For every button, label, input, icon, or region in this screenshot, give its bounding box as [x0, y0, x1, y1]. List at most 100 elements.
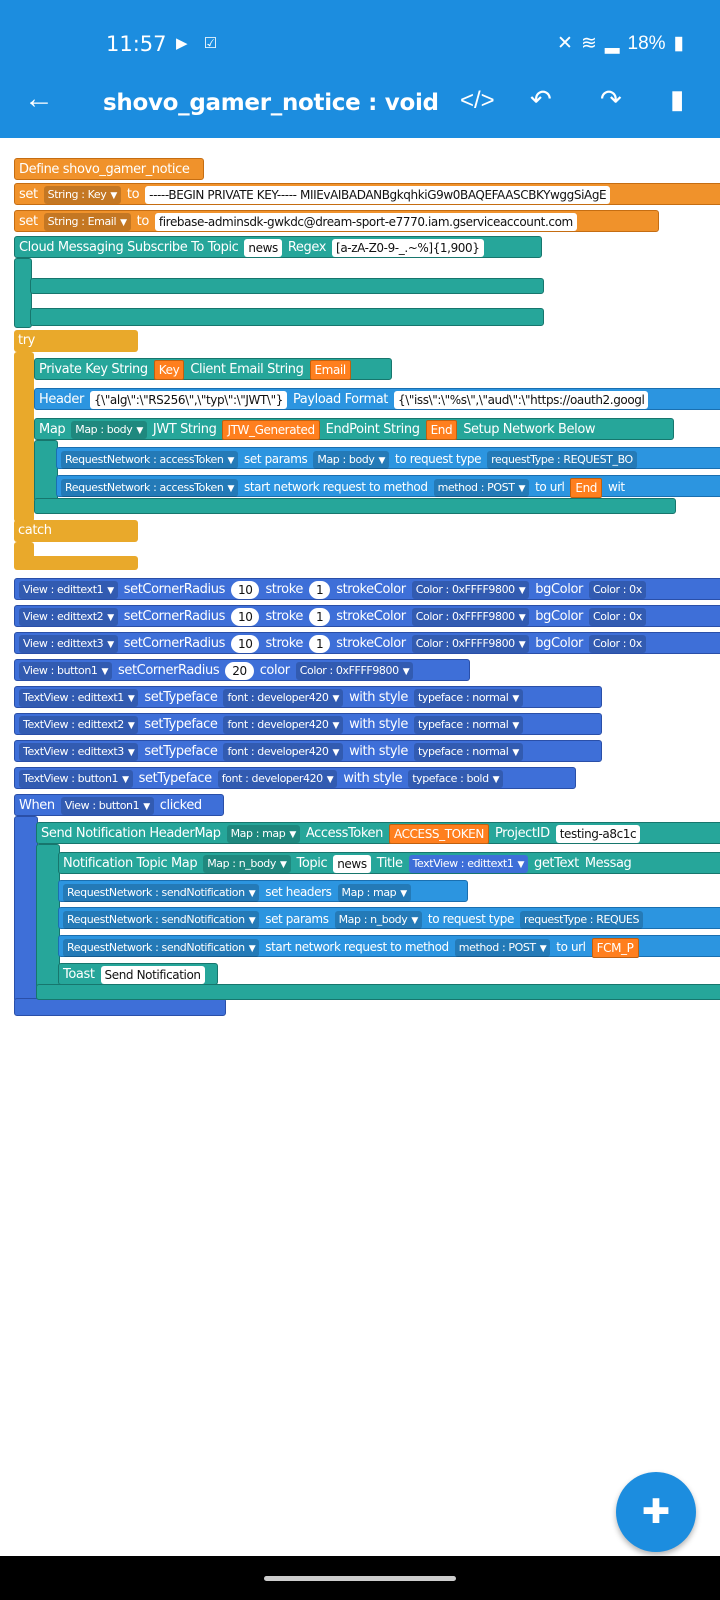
view-edittext2-dropdown[interactable]: View : edittext2▼ [19, 607, 118, 626]
topic-news-field[interactable]: news [333, 854, 371, 873]
tv-edittext1-dropdown[interactable]: TextView : edittext1▼ [19, 688, 139, 707]
color-dropdown[interactable]: Color : 0xFFFF9800▼ [411, 580, 530, 599]
view-button1-dropdown-2[interactable]: View : button1▼ [60, 796, 154, 815]
stroke-field[interactable]: 1 [308, 607, 331, 626]
bg-color-dropdown[interactable]: Color : 0x [588, 607, 646, 626]
map-n-body-dropdown-2[interactable]: Map : n_body▼ [334, 910, 422, 929]
code-icon[interactable]: </> [460, 87, 495, 114]
regex-field[interactable]: [a-zA-Z0-9-_.~%]{1,900} [332, 238, 484, 257]
payload-field[interactable]: {\"iss\":\"%s\",\"aud\":\"https://oauth2… [393, 390, 649, 409]
end-var[interactable]: End [425, 419, 458, 440]
email-value-field[interactable]: firebase-adminsdk-gwkdc@dream-sport-e777… [154, 212, 577, 231]
rn-send-dropdown-3[interactable]: RequestNetwork : sendNotification▼ [63, 938, 260, 957]
map-body-dropdown-2[interactable]: Map : body▼ [313, 450, 390, 469]
font-dropdown[interactable]: font : developer420▼ [223, 742, 344, 761]
color-dropdown[interactable]: Color : 0xFFFF9800▼ [411, 634, 530, 653]
typeface-dropdown[interactable]: typeface : normal▼ [413, 688, 523, 707]
key-var[interactable]: Key [153, 359, 185, 380]
rn-send-dropdown[interactable]: RequestNetwork : sendNotification▼ [63, 883, 260, 902]
typeface-dropdown[interactable]: typeface : bold▼ [408, 769, 504, 788]
rn-send-params-block[interactable]: RequestNetwork : sendNotification▼set pa… [58, 907, 720, 929]
view-button1-dropdown[interactable]: View : button1▼ [19, 661, 113, 680]
home-handle[interactable] [264, 1576, 456, 1581]
req-type-dropdown-2[interactable]: requestType : REQUES [520, 910, 644, 929]
send-header-label: Send Notification HeaderMap [41, 826, 221, 841]
font-dropdown[interactable]: font : developer420▼ [217, 769, 338, 788]
string-email-dropdown[interactable]: String : Email▼ [43, 212, 131, 231]
end-var-2[interactable]: End [570, 477, 603, 498]
radius-field[interactable]: 10 [230, 580, 260, 599]
rn-access-dropdown[interactable]: RequestNetwork : accessToken▼ [61, 450, 239, 469]
method-dropdown-2[interactable]: method : POST▼ [454, 938, 551, 957]
header-block[interactable]: Header{\"alg\":\"RS256\",\"typ\":\"JWT\"… [34, 388, 720, 410]
fcm-var[interactable]: FCM_P [591, 937, 639, 958]
tv-button1-dropdown[interactable]: TextView : button1▼ [19, 769, 133, 788]
rn-start-block[interactable]: RequestNetwork : accessToken▼start netwo… [56, 475, 720, 498]
radius-field[interactable]: 20 [225, 661, 254, 680]
rn-set-headers-block[interactable]: RequestNetwork : sendNotification▼set he… [58, 880, 468, 902]
tv-edittext3-dropdown[interactable]: TextView : edittext3▼ [19, 742, 139, 761]
puzzle-icon[interactable]: ✚ [616, 1472, 696, 1552]
key-value-field[interactable]: -----BEGIN PRIVATE KEY----- MIIEvAIBADAN… [145, 185, 611, 204]
header-field[interactable]: {\"alg\":\"RS256\",\"typ\":\"JWT\"} [89, 390, 287, 409]
jtw-var[interactable]: JTW_Generated [222, 419, 320, 440]
tv-edittext1-dropdown-2[interactable]: TextView : edittext1▼ [408, 854, 528, 873]
req-type-dropdown[interactable]: requestType : REQUEST_BO [487, 450, 637, 469]
back-arrow-icon[interactable]: ← [24, 82, 54, 115]
stroke-field[interactable]: 1 [308, 580, 331, 599]
map-n-body-dropdown[interactable]: Map : n_body▼ [203, 854, 291, 873]
define-block[interactable]: Define shovo_gamer_notice [14, 158, 204, 180]
font-dropdown[interactable]: font : developer420▼ [223, 715, 344, 734]
view-edittext1-dropdown[interactable]: View : edittext1▼ [19, 580, 118, 599]
color-dropdown[interactable]: Color : 0xFFFF9800▼ [295, 661, 414, 680]
catch-header[interactable]: catch [14, 520, 138, 542]
map-map-dropdown-2[interactable]: Map : map▼ [337, 883, 411, 902]
stroke-field[interactable]: 1 [308, 634, 331, 653]
method-dropdown[interactable]: method : POST▼ [433, 478, 530, 497]
tv-edittext2-dropdown[interactable]: TextView : edittext2▼ [19, 715, 139, 734]
rn-send-dropdown-2[interactable]: RequestNetwork : sendNotification▼ [63, 910, 260, 929]
color-dropdown[interactable]: Color : 0xFFFF9800▼ [411, 607, 530, 626]
undo-icon[interactable]: ↶ [530, 84, 552, 114]
typeface-dropdown[interactable]: typeface : normal▼ [413, 715, 523, 734]
try-header[interactable]: try [14, 330, 138, 352]
radius-field[interactable]: 10 [230, 607, 260, 626]
view-edittext3-dropdown[interactable]: View : edittext3▼ [19, 634, 118, 653]
bg-color-dropdown[interactable]: Color : 0x [588, 634, 646, 653]
rn-access-dropdown-2[interactable]: RequestNetwork : accessToken▼ [61, 478, 239, 497]
string-key-dropdown[interactable]: String : Key▼ [43, 185, 121, 204]
rn-send-start-block[interactable]: RequestNetwork : sendNotification▼start … [58, 935, 720, 958]
topic-field[interactable]: news [244, 238, 282, 257]
map-body-dropdown[interactable]: Map : body▼ [71, 420, 147, 439]
project-id-field[interactable]: testing-a8c1c [555, 824, 641, 843]
toast-text-field[interactable]: Send Notification [100, 965, 205, 984]
typeface-dropdown[interactable]: typeface : normal▼ [413, 742, 523, 761]
access-token-var[interactable]: ACCESS_TOKEN [388, 823, 489, 844]
bg-color-dropdown[interactable]: Color : 0x [588, 580, 646, 599]
map-map-dropdown[interactable]: Map : map▼ [226, 824, 300, 843]
radius-field[interactable]: 10 [230, 634, 260, 653]
bookmark-icon[interactable]: ▮ [670, 84, 685, 114]
redo-icon[interactable]: ↷ [600, 84, 622, 114]
email-var[interactable]: Email [309, 359, 351, 380]
font-dropdown[interactable]: font : developer420▼ [223, 688, 344, 707]
